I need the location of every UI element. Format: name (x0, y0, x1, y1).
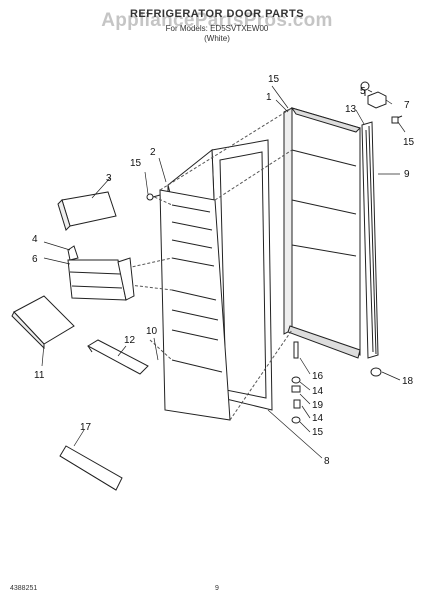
callout-18: 15 (268, 74, 280, 85)
dairy-bin (67, 245, 135, 301)
watermark-text: AppliancePartsPros.com (101, 10, 333, 31)
door-shelf-left (11, 295, 75, 350)
callout-10: 10 (146, 326, 158, 337)
bottom-hinge-cap (370, 367, 382, 377)
callout-6: 6 (32, 254, 38, 265)
screw-19 (146, 193, 161, 201)
callout-7: 7 (404, 100, 410, 111)
screw-top (391, 115, 403, 124)
color-subtitle: (White) (204, 34, 230, 43)
callout-9: 9 (404, 169, 410, 180)
callout-13: 13 (345, 104, 357, 115)
callout-4: 4 (32, 234, 38, 245)
callout-12: 12 (124, 335, 136, 346)
callout-15-bottom: 15 (312, 427, 324, 438)
callout-1: 1 (266, 92, 272, 103)
page-number: 9 (215, 585, 219, 592)
callout-20: 18 (402, 376, 414, 387)
door-shelf-bottom (59, 445, 123, 491)
outer-door-panel (283, 107, 361, 359)
bottom-hardware (291, 341, 301, 424)
top-hinge (360, 81, 387, 109)
callout-15-top: 15 (403, 137, 415, 148)
callout-19: 15 (130, 158, 142, 169)
callout-8: 8 (324, 456, 330, 467)
callout-17: 17 (80, 422, 92, 433)
callout-2: 2 (150, 147, 156, 158)
document-number: 4388251 (10, 585, 38, 592)
door-shelf-middle (86, 339, 149, 375)
model-subtitle: For Models: ED5SVTXEW00 (165, 24, 269, 33)
callout-15-mid: 14 (312, 386, 324, 397)
page-title: REFRIGERATOR DOOR PARTS (129, 8, 305, 20)
callout-11: 11 (34, 370, 45, 381)
door-frame (159, 189, 231, 421)
callout-16: 16 (312, 371, 324, 382)
dairy-door (57, 191, 117, 231)
callout-21: 19 (312, 400, 324, 411)
gasket-strip (361, 121, 379, 359)
callout-5: 5 (360, 86, 366, 97)
callout-14: 14 (312, 413, 324, 424)
callout-3: 3 (106, 173, 112, 184)
